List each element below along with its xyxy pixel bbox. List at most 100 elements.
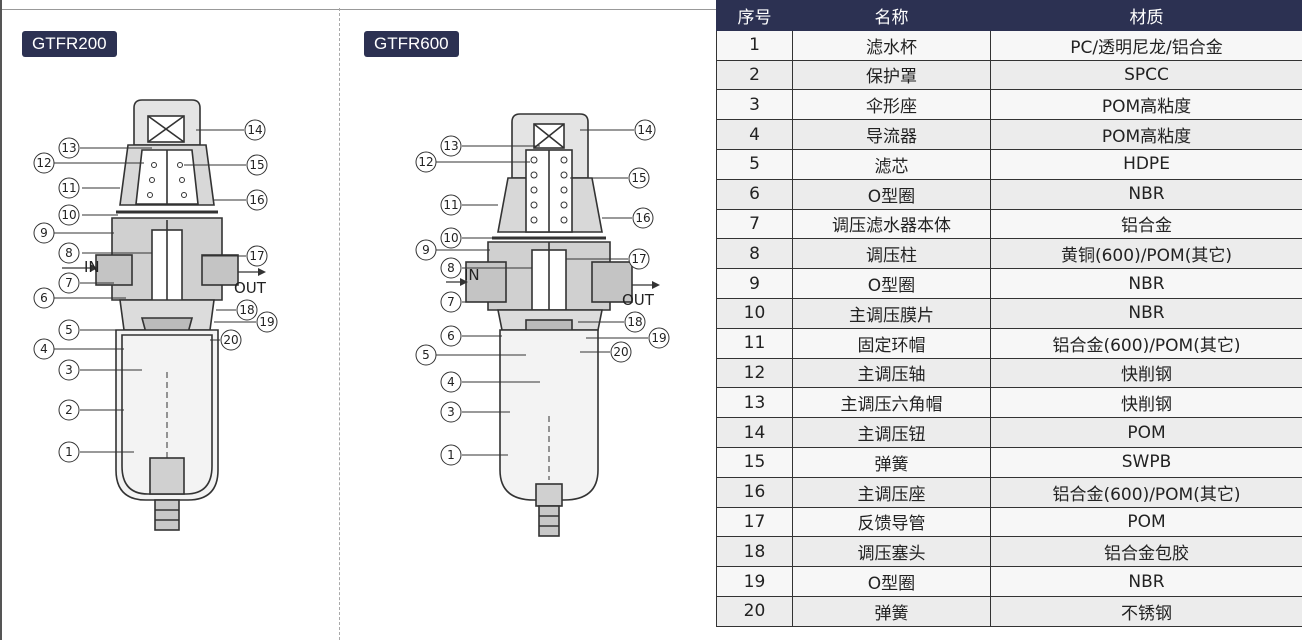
cell-index: 19 bbox=[716, 566, 793, 597]
callout-6: 6 bbox=[40, 291, 48, 305]
cell-name: O型圈 bbox=[792, 566, 991, 597]
cell-name: 反馈导管 bbox=[792, 506, 991, 538]
table-header-row: 序号 名称 材质 bbox=[716, 0, 1302, 31]
callout-12: 12 bbox=[36, 156, 51, 170]
callout-3: 3 bbox=[65, 363, 73, 377]
cell-index: 20 bbox=[716, 595, 793, 627]
callout-2: 2 bbox=[65, 403, 73, 417]
callout-group-gtfr600: 1 3 4 5 6 7 8 9 10 11 12 13 14 15 16 17 … bbox=[415, 119, 670, 466]
cell-material: 快削钢 bbox=[990, 387, 1302, 419]
cell-material: SPCC bbox=[990, 59, 1302, 91]
callout-b-10: 10 bbox=[443, 231, 458, 245]
cell-index: 4 bbox=[716, 119, 793, 150]
callout-5: 5 bbox=[65, 323, 73, 337]
cell-name: O型圈 bbox=[792, 268, 991, 299]
cell-name: 滤水杯 bbox=[792, 29, 991, 61]
callout-13: 13 bbox=[61, 141, 76, 155]
cell-index: 6 bbox=[716, 178, 793, 210]
sectional-drawing-gtfr600: IN OUT 1 3 4 5 bbox=[415, 113, 670, 537]
diagram-panel-gtfr200: GTFR200 bbox=[0, 0, 340, 640]
callout-1: 1 bbox=[65, 445, 73, 459]
cell-material: POM高粘度 bbox=[990, 119, 1302, 150]
callout-b-19: 19 bbox=[651, 331, 666, 345]
cell-material: 不锈钢 bbox=[990, 595, 1302, 627]
cell-name: 主调压轴 bbox=[792, 357, 991, 389]
callout-b-20: 20 bbox=[613, 345, 628, 359]
callout-9: 9 bbox=[40, 226, 48, 240]
cell-material: 铝合金包胶 bbox=[990, 536, 1302, 568]
cell-index: 11 bbox=[716, 327, 793, 359]
cell-name: 主调压座 bbox=[792, 476, 991, 508]
callout-b-14: 14 bbox=[637, 123, 652, 137]
cell-index: 7 bbox=[716, 208, 793, 240]
column-header-index: 序号 bbox=[716, 0, 793, 31]
cell-name: 弹簧 bbox=[792, 595, 991, 627]
callout-11: 11 bbox=[61, 181, 76, 195]
cell-index: 16 bbox=[716, 476, 793, 508]
cell-material: NBR bbox=[990, 297, 1302, 329]
cell-index: 1 bbox=[716, 29, 793, 61]
cell-material: 快削钢 bbox=[990, 357, 1302, 389]
cell-material: NBR bbox=[990, 268, 1302, 299]
cell-material: 铝合金(600)/POM(其它) bbox=[990, 476, 1302, 508]
cell-index: 18 bbox=[716, 536, 793, 568]
column-header-name: 名称 bbox=[792, 0, 991, 31]
cell-name: 固定环帽 bbox=[792, 327, 991, 359]
cell-index: 8 bbox=[716, 238, 793, 270]
callout-b-17: 17 bbox=[631, 252, 646, 266]
callout-b-18: 18 bbox=[627, 315, 642, 329]
cell-index: 3 bbox=[716, 89, 793, 121]
cell-index: 10 bbox=[716, 297, 793, 329]
cell-name: 滤芯 bbox=[792, 148, 991, 180]
cell-index: 5 bbox=[716, 148, 793, 180]
callout-14: 14 bbox=[247, 123, 262, 137]
cell-index: 13 bbox=[716, 387, 793, 419]
callout-b-9: 9 bbox=[422, 243, 430, 257]
cell-name: 主调压膜片 bbox=[792, 297, 991, 329]
cell-index: 15 bbox=[716, 446, 793, 478]
callout-b-5: 5 bbox=[422, 348, 430, 362]
callout-15: 15 bbox=[249, 158, 264, 172]
cell-name: 调压塞头 bbox=[792, 536, 991, 568]
cell-material: POM高粘度 bbox=[990, 89, 1302, 121]
callout-18: 18 bbox=[239, 303, 254, 317]
cell-material: SWPB bbox=[990, 446, 1302, 478]
diagram-panel-gtfr600: GTFR600 bbox=[340, 0, 715, 640]
cell-name: 弹簧 bbox=[792, 446, 991, 478]
callout-b-15: 15 bbox=[631, 171, 646, 185]
cell-material: 铝合金(600)/POM(其它) bbox=[990, 327, 1302, 359]
callout-b-6: 6 bbox=[447, 329, 455, 343]
port-label-out: OUT bbox=[234, 279, 267, 297]
cell-material: NBR bbox=[990, 178, 1302, 210]
column-header-material: 材质 bbox=[990, 0, 1302, 31]
cell-name: 调压柱 bbox=[792, 238, 991, 270]
cell-index: 12 bbox=[716, 357, 793, 389]
cell-name: 主调压六角帽 bbox=[792, 387, 991, 419]
cell-material: NBR bbox=[990, 566, 1302, 597]
cell-name: 伞形座 bbox=[792, 89, 991, 121]
callout-8: 8 bbox=[65, 246, 73, 260]
callout-20: 20 bbox=[223, 333, 238, 347]
sectional-drawing-gtfr200: IN OUT 1 2 3 bbox=[33, 99, 278, 531]
port-label-out-b: OUT bbox=[622, 291, 655, 309]
cell-name: 主调压钮 bbox=[792, 417, 991, 448]
cell-name: 保护罩 bbox=[792, 59, 991, 91]
callout-10: 10 bbox=[61, 208, 76, 222]
cell-material: 铝合金 bbox=[990, 208, 1302, 240]
port-label-in-b: IN bbox=[464, 266, 480, 284]
